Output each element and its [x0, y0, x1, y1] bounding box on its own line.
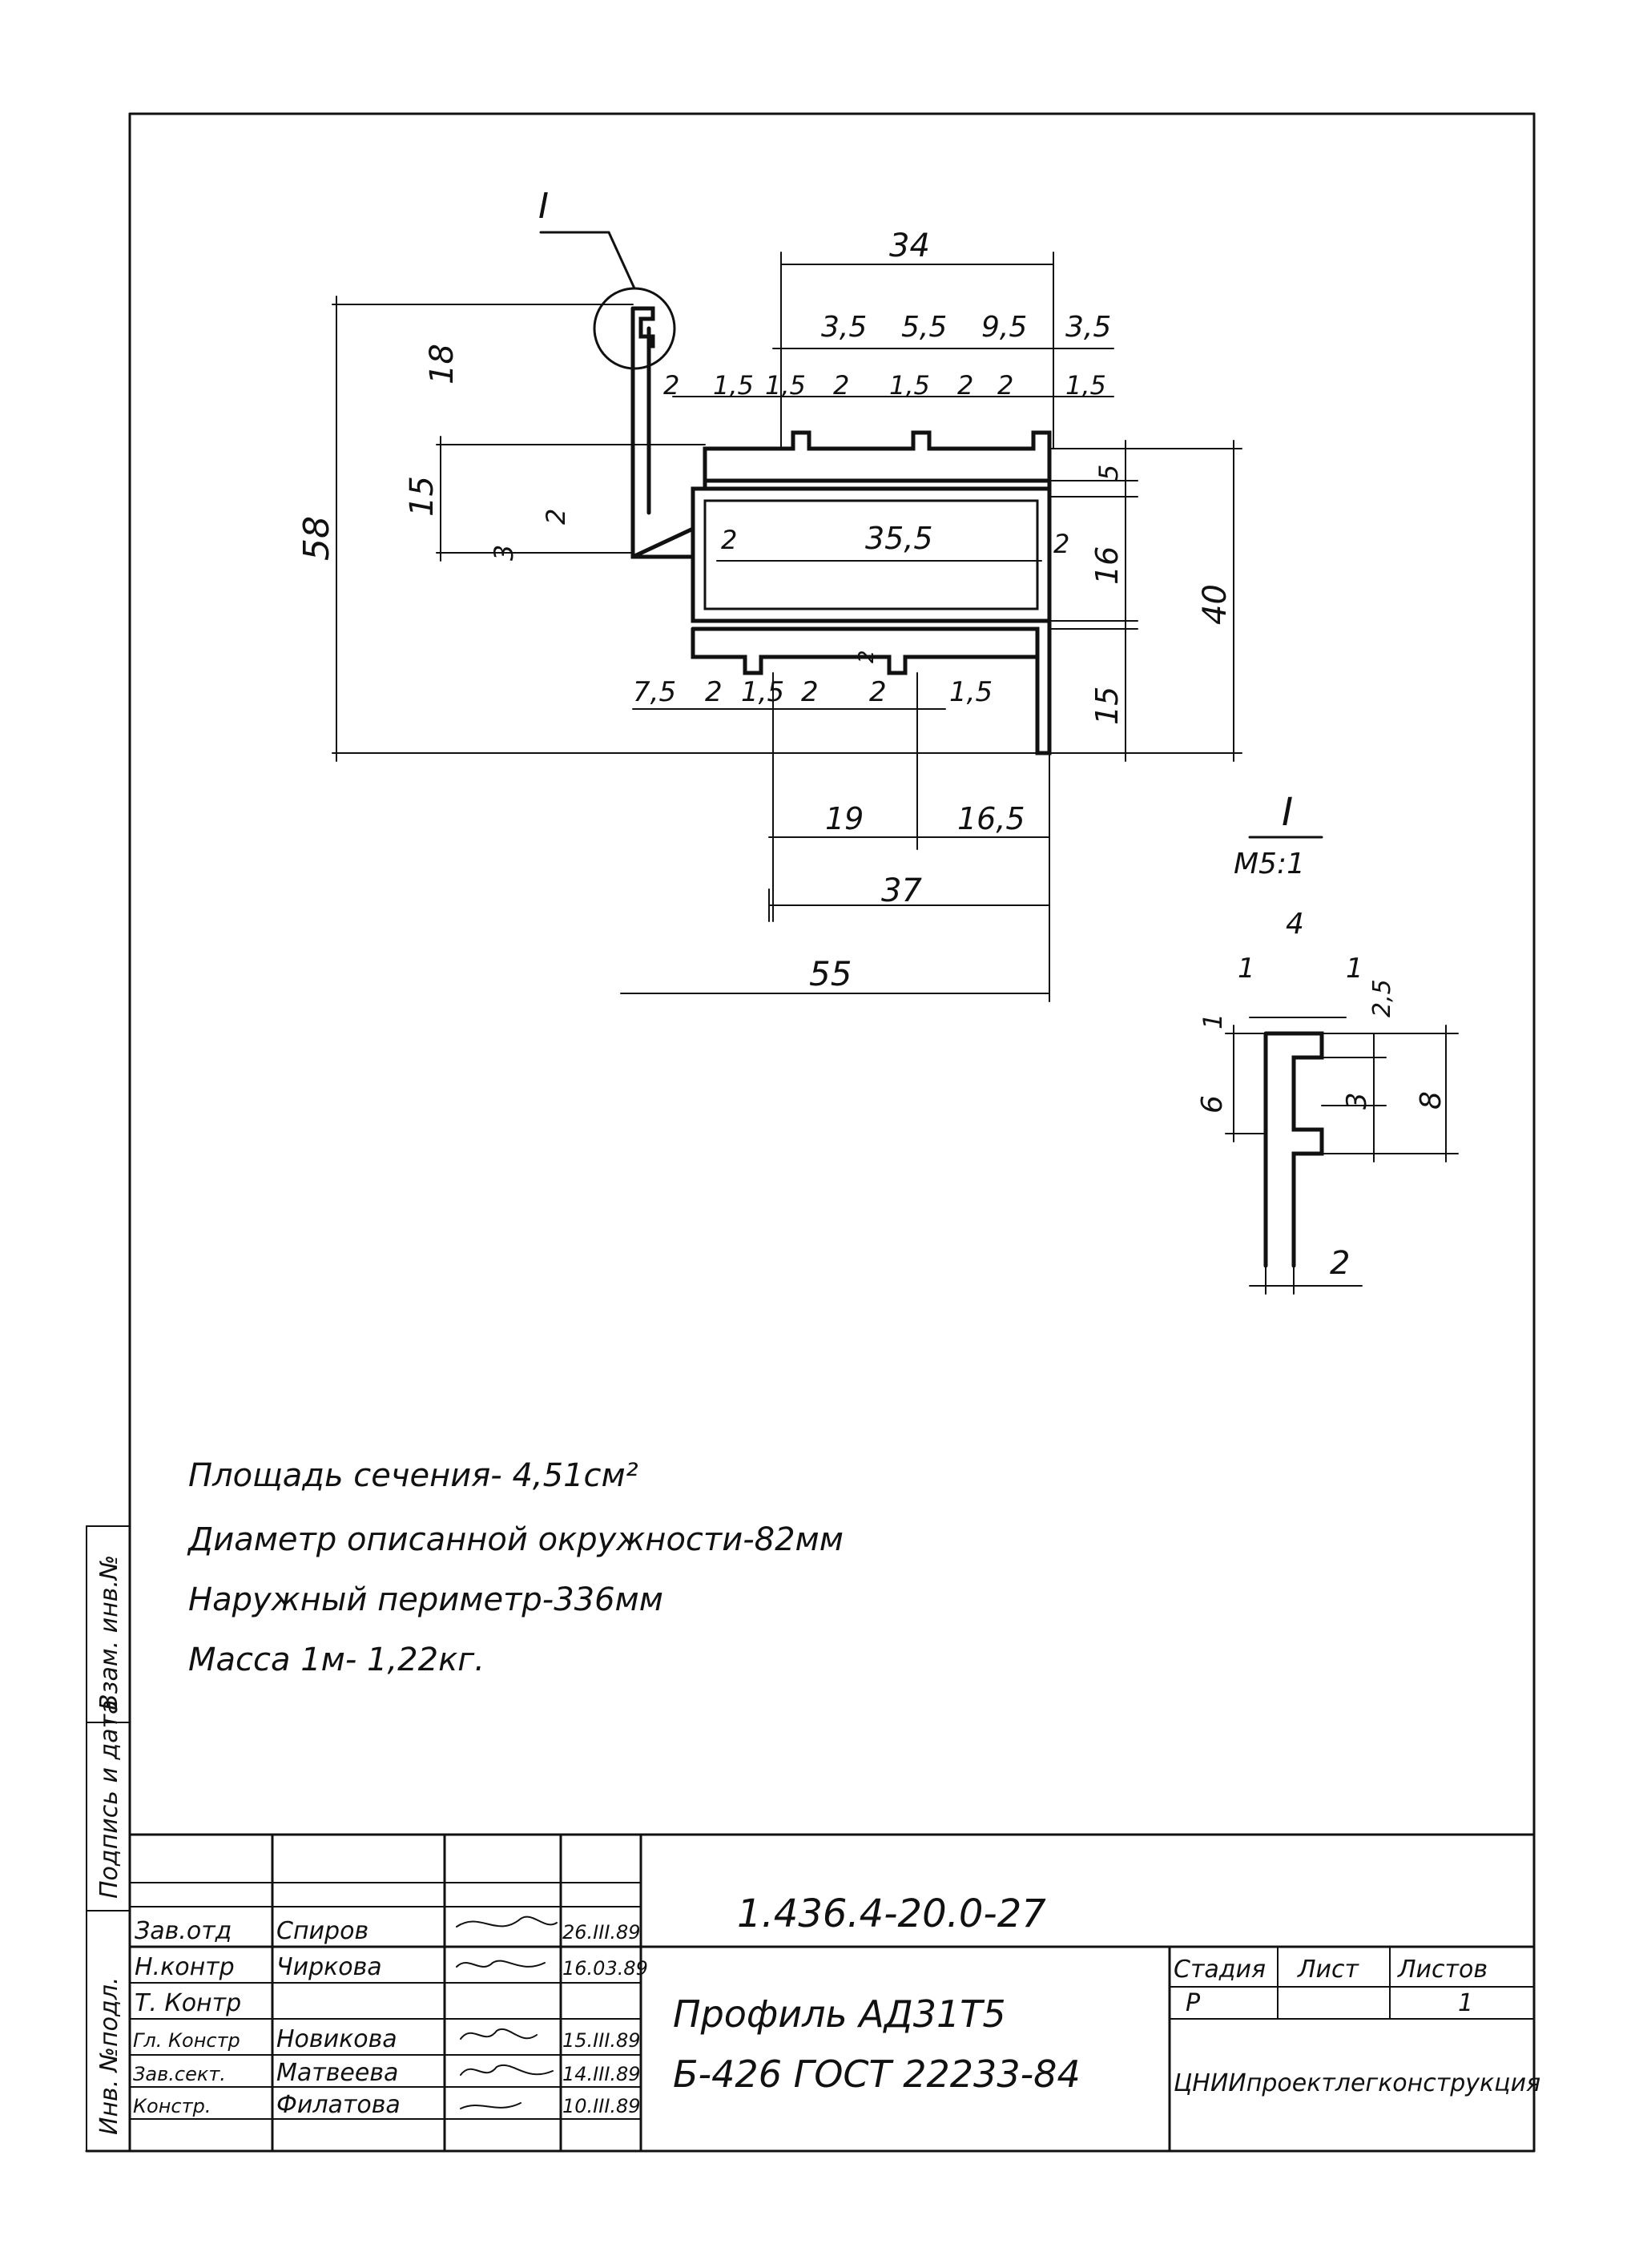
dim-3-5-b: 3,5	[1065, 311, 1111, 344]
dim-1-5-a: 1,5	[713, 370, 754, 401]
name-1: Чиркова	[276, 1953, 382, 1981]
dim-2-b: 2	[833, 370, 849, 401]
section-mark: I	[538, 186, 549, 227]
detail-dim-2: 2	[1330, 1245, 1350, 1282]
dimension-lines	[332, 252, 1242, 1002]
detail-dim-1-c: 1	[1198, 1013, 1228, 1029]
name-5: Филатова	[276, 2091, 401, 2119]
dim-15-b: 15	[1089, 687, 1125, 725]
title-line-1: Профиль АД31Т5	[673, 1992, 1006, 2036]
drawing-code: 1.436.4-20.0-27	[737, 1891, 1046, 1936]
stage-value: Р	[1186, 1989, 1201, 2017]
dim-16: 16	[1089, 546, 1125, 585]
sheet-frame	[85, 112, 1536, 2153]
role-0: Зав.отд	[135, 1917, 232, 1945]
stamp-replace-inv: Взам. инв.№	[95, 1555, 123, 1710]
dim-2-e: 2	[541, 509, 571, 525]
organization: ЦНИИпроектлегконструкция	[1174, 2069, 1540, 2097]
note-perimeter: Наружный периметр-336мм	[188, 1581, 663, 1618]
profile-section	[539, 231, 1052, 755]
detail-dim-4: 4	[1286, 908, 1304, 941]
dim-2-a: 2	[663, 370, 679, 401]
dim-1-5-b: 1,5	[765, 370, 806, 401]
dim-3-5-a: 3,5	[821, 311, 867, 344]
dim-2-j: 2	[855, 650, 879, 663]
dim-2-i: 2	[801, 676, 819, 708]
dim-7-5: 7,5	[633, 676, 676, 708]
dim-5: 5	[1093, 465, 1124, 481]
detail-dim-3: 3	[1341, 1092, 1373, 1110]
title-line-2: Б-426 ГОСТ 22233-84	[673, 2052, 1081, 2096]
signature-marks	[456, 1916, 558, 2109]
dim-2-h: 2	[705, 676, 723, 708]
detail-scale: M5:1	[1234, 848, 1305, 880]
role-5: Констр.	[133, 2095, 211, 2117]
date-5: 10.III.89	[562, 2095, 641, 2117]
note-mass: Масса 1м- 1,22кг.	[188, 1642, 485, 1678]
date-0: 26.III.89	[562, 1921, 641, 1944]
dim-40: 40	[1197, 584, 1234, 625]
stamp-signature-date: Подпись и дата	[95, 1700, 123, 1899]
dim-9-5: 9,5	[981, 311, 1027, 344]
date-3: 15.III.89	[562, 2029, 641, 2052]
detail-dim-8: 8	[1415, 1091, 1448, 1110]
dim-2-c: 2	[957, 370, 973, 401]
date-1: 16.03.89	[562, 1957, 648, 1980]
name-4: Матвеева	[276, 2059, 398, 2087]
note-area: Площадь сечения- 4,51см²	[188, 1457, 638, 1494]
sheets-label: Листов	[1397, 1956, 1488, 1984]
dim-5-5: 5,5	[901, 311, 947, 344]
title-block: 1.436.4-20.0-27 Профиль АД31Т5 Б-426 ГОС…	[128, 1833, 1540, 2153]
dim-15-a: 15	[404, 476, 441, 517]
detail-dim-1-a: 1	[1238, 953, 1255, 985]
dim-2-k: 2	[869, 676, 887, 708]
detail-view: I M5:1 4 1 1 2,5 1 6 3 8 2	[1196, 790, 1459, 1295]
sheet-label: Лист	[1297, 1956, 1360, 1984]
dim-1-5-d: 1,5	[1065, 370, 1106, 401]
role-4: Зав.сект.	[133, 2063, 226, 2085]
dim-34: 34	[889, 228, 930, 264]
name-3: Новикова	[276, 2025, 397, 2053]
name-0: Спиров	[276, 1917, 368, 1945]
role-2: Т. Контр	[135, 1989, 241, 2017]
role-3: Гл. Констр	[133, 2029, 240, 2052]
note-diameter: Диаметр описанной окружности-82мм	[187, 1521, 844, 1558]
role-1: Н.контр	[135, 1953, 235, 1981]
detail-dim-1-b: 1	[1346, 953, 1363, 985]
dim-1-5-e: 1,5	[741, 676, 784, 708]
dimension-texts: 34 3,5 5,5 9,5 3,5 2 1,5 1,5 2 1,5 2 2 1…	[296, 186, 1234, 993]
detail-dim-2-5: 2,5	[1368, 979, 1396, 1017]
dim-1-5-f: 1,5	[949, 676, 993, 708]
dim-58: 58	[296, 516, 337, 561]
dim-37: 37	[881, 872, 922, 909]
detail-title: I	[1282, 790, 1293, 835]
stage-label: Стадия	[1174, 1956, 1266, 1984]
dim-35-5: 35,5	[865, 521, 933, 556]
dim-16-5: 16,5	[957, 801, 1025, 836]
side-stamp: Инв. №подл. Подпись и дата Взам. инв.№	[86, 1525, 131, 2135]
date-4: 14.III.89	[562, 2063, 641, 2085]
dim-2-g: 2	[1053, 529, 1069, 559]
dim-3: 3	[489, 545, 519, 561]
dim-55: 55	[809, 954, 852, 993]
dim-18: 18	[424, 344, 461, 385]
dim-2-f: 2	[721, 525, 737, 555]
stamp-inv-orig: Инв. №подл.	[95, 1977, 123, 2135]
detail-dim-6: 6	[1196, 1095, 1229, 1114]
sheets-value: 1	[1458, 1989, 1473, 2017]
dim-2-d: 2	[997, 370, 1013, 401]
notes: Площадь сечения- 4,51см² Диаметр описанн…	[187, 1457, 844, 1678]
dim-19: 19	[825, 801, 864, 836]
dim-1-5-c: 1,5	[889, 370, 930, 401]
